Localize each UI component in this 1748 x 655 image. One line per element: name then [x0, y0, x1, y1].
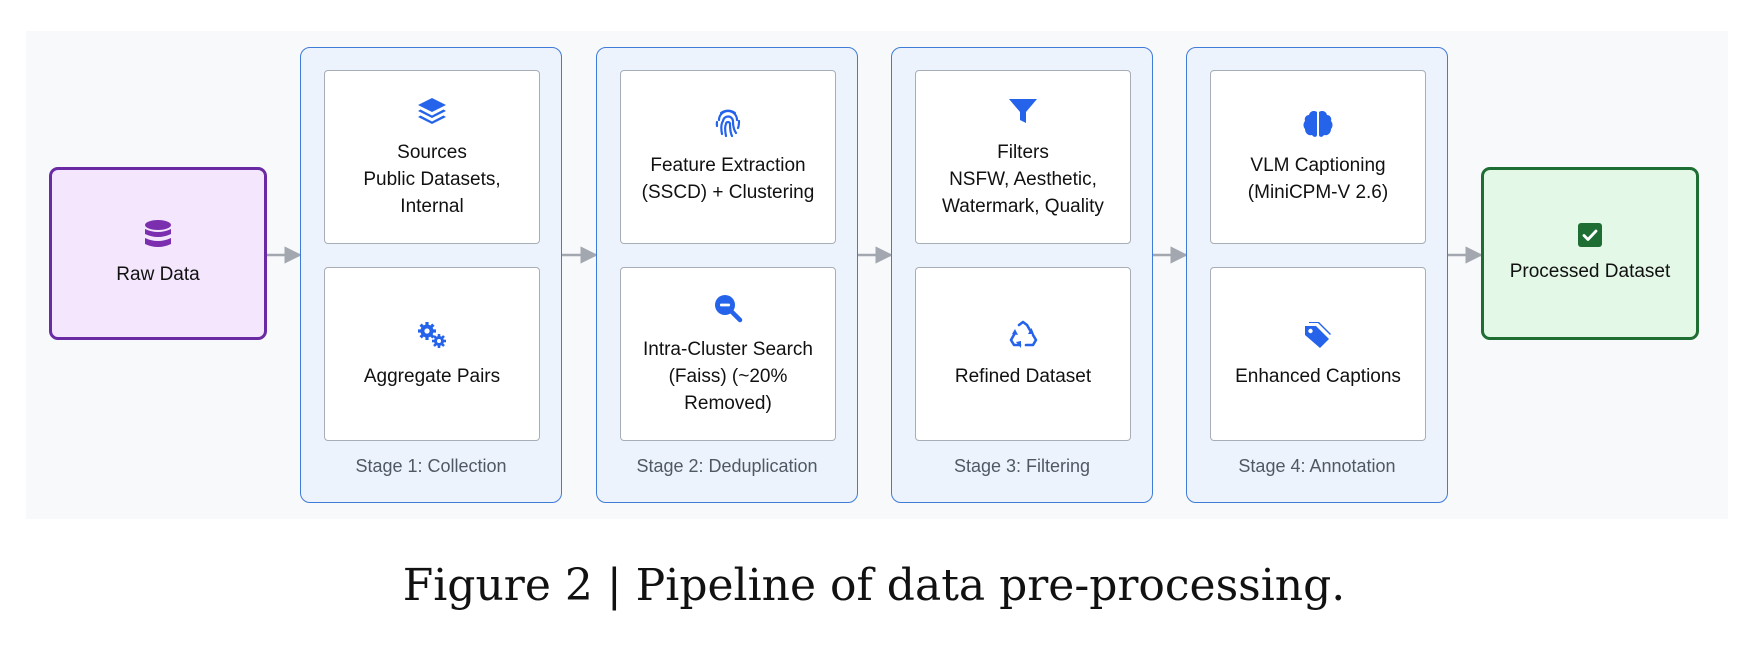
stage-2-feature-card: Feature Extraction (SSCD) + Clustering	[620, 70, 836, 244]
tags-icon	[1305, 321, 1331, 348]
raw-data-label: Raw Data	[116, 264, 200, 286]
gears-icon	[418, 321, 446, 348]
stage-1-aggregate-line-1: Aggregate Pairs	[363, 365, 501, 387]
stage-3-filters-card: Filters NSFW, Aesthetic, Watermark, Qual…	[915, 70, 1131, 244]
stage-1-sources-line-1: Sources	[397, 141, 467, 163]
magnifying-glass-minus-icon	[715, 294, 743, 322]
stage-4-captioning-card: VLM Captioning (MiniCPM-V 2.6)	[1210, 70, 1426, 244]
processed-dataset-label: Processed Dataset	[1509, 261, 1671, 283]
stage-2-feature-line-2: (SSCD) + Clustering	[641, 182, 815, 203]
stage-1-aggregate-card: Aggregate Pairs	[324, 267, 540, 441]
database-icon	[145, 220, 171, 248]
figure-caption: Figure 2 | Pipeline of data pre-processi…	[402, 560, 1346, 611]
stage-1-sources-card: Sources Public Datasets, Internal	[324, 70, 540, 244]
stage-1-sources-line-2: Public Datasets,	[363, 168, 501, 190]
stage-3-refined-line-1: Refined Dataset	[954, 365, 1092, 387]
fingerprint-icon	[715, 109, 741, 138]
stage-1-title: Stage 1: Collection	[355, 456, 507, 476]
raw-data-node: Raw Data	[49, 167, 267, 340]
square-check-icon	[1578, 223, 1602, 248]
stage-4-annotation: VLM Captioning (MiniCPM-V 2.6) Enhanced …	[1186, 47, 1448, 503]
stage-2-search-line-1: Intra-Cluster Search	[642, 338, 813, 360]
layer-group-icon	[418, 97, 446, 124]
stage-3-filters-line-2: NSFW, Aesthetic,	[949, 168, 1097, 190]
stage-1-collection: Sources Public Datasets, Internal	[300, 47, 562, 503]
stage-4-captioning-line-2: (MiniCPM-V 2.6)	[1247, 182, 1389, 203]
stage-3-filters-line-3: Watermark, Quality	[942, 195, 1104, 217]
stage-2-search-line-3: Removed)	[684, 392, 772, 414]
stage-3-filtering: Filters NSFW, Aesthetic, Watermark, Qual…	[891, 47, 1153, 503]
stage-3-refined-card: Refined Dataset	[915, 267, 1131, 441]
stage-4-title: Stage 4: Annotation	[1238, 456, 1396, 476]
stage-2-search-line-2: (Faiss) (~20%	[668, 365, 788, 387]
stage-4-captions-card: Enhanced Captions	[1210, 267, 1426, 441]
stage-2-title: Stage 2: Deduplication	[636, 456, 818, 476]
brain-icon	[1303, 111, 1333, 137]
stage-3-title: Stage 3: Filtering	[953, 456, 1091, 476]
stage-2-search-card: Intra-Cluster Search (Faiss) (~20% Remov…	[620, 267, 836, 441]
processed-dataset-node: Processed Dataset	[1481, 167, 1699, 340]
stage-1-sources-line-3: Internal	[400, 195, 464, 217]
recycle-icon	[1009, 320, 1038, 348]
stage-3-filters-line-1: Filters	[997, 141, 1049, 163]
stage-4-captioning-line-1: VLM Captioning	[1250, 155, 1386, 176]
stage-2-feature-line-1: Feature Extraction	[650, 155, 806, 176]
filter-icon	[1009, 98, 1037, 123]
stage-4-captions-line-1: Enhanced Captions	[1235, 365, 1401, 387]
stage-2-deduplication: Feature Extraction (SSCD) + Clustering I…	[596, 47, 858, 503]
